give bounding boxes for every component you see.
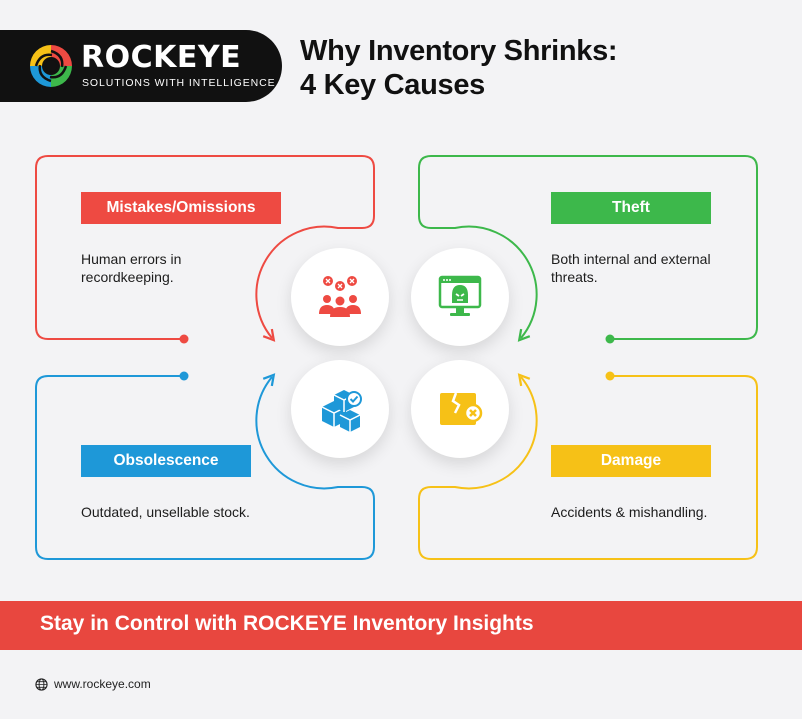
desc-theft: Both internal and external threats. xyxy=(551,251,711,285)
brand-logo: ROCKEYE SOLUTIONS WITH INTELLIGENCE xyxy=(0,30,282,102)
frame-mistakes xyxy=(35,155,375,342)
badge-theft: Theft xyxy=(551,192,711,224)
frame-damage xyxy=(418,373,758,560)
brand-tagline: SOLUTIONS WITH INTELLIGENCE xyxy=(82,77,276,89)
badge-obsolescence: Obsolescence xyxy=(81,445,251,477)
broken-box-icon xyxy=(440,392,483,425)
page-title: Why Inventory Shrinks: 4 Key Causes xyxy=(300,34,618,102)
desc-mistakes: Human errors in recordkeeping. xyxy=(81,251,182,285)
desc-obsolescence: Outdated, unsellable stock. xyxy=(81,504,250,520)
hacker-monitor-icon xyxy=(438,275,482,316)
title-line-1: Why Inventory Shrinks: xyxy=(300,35,618,67)
desc-damage: Accidents & mishandling. xyxy=(551,504,708,520)
frame-obsolescence-dot xyxy=(179,371,189,381)
cta-banner-text: Stay in Control with ROCKEYE Inventory I… xyxy=(40,612,534,635)
swirl-logo-icon xyxy=(30,45,72,87)
frame-obsolescence xyxy=(35,373,375,560)
globe-icon xyxy=(35,678,48,691)
circle-obsolescence xyxy=(291,360,389,458)
people-errors-icon xyxy=(319,276,361,317)
badge-mistakes: Mistakes/Omissions xyxy=(81,192,281,224)
badge-damage: Damage xyxy=(551,445,711,477)
frame-mistakes-dot xyxy=(179,334,189,344)
cta-banner: Stay in Control with ROCKEYE Inventory I… xyxy=(0,601,802,650)
cause-frames xyxy=(35,155,758,560)
circle-theft xyxy=(411,248,509,346)
frame-theft-dot xyxy=(605,334,615,344)
circle-damage xyxy=(411,360,509,458)
title-line-2: 4 Key Causes xyxy=(300,69,486,101)
brand-name: ROCKEYE xyxy=(81,40,242,75)
circle-mistakes xyxy=(291,248,389,346)
website-link[interactable]: www.rockeye.com xyxy=(54,677,151,691)
boxes-check-icon xyxy=(321,390,362,432)
frame-damage-dot xyxy=(605,371,615,381)
frame-theft xyxy=(418,155,758,342)
